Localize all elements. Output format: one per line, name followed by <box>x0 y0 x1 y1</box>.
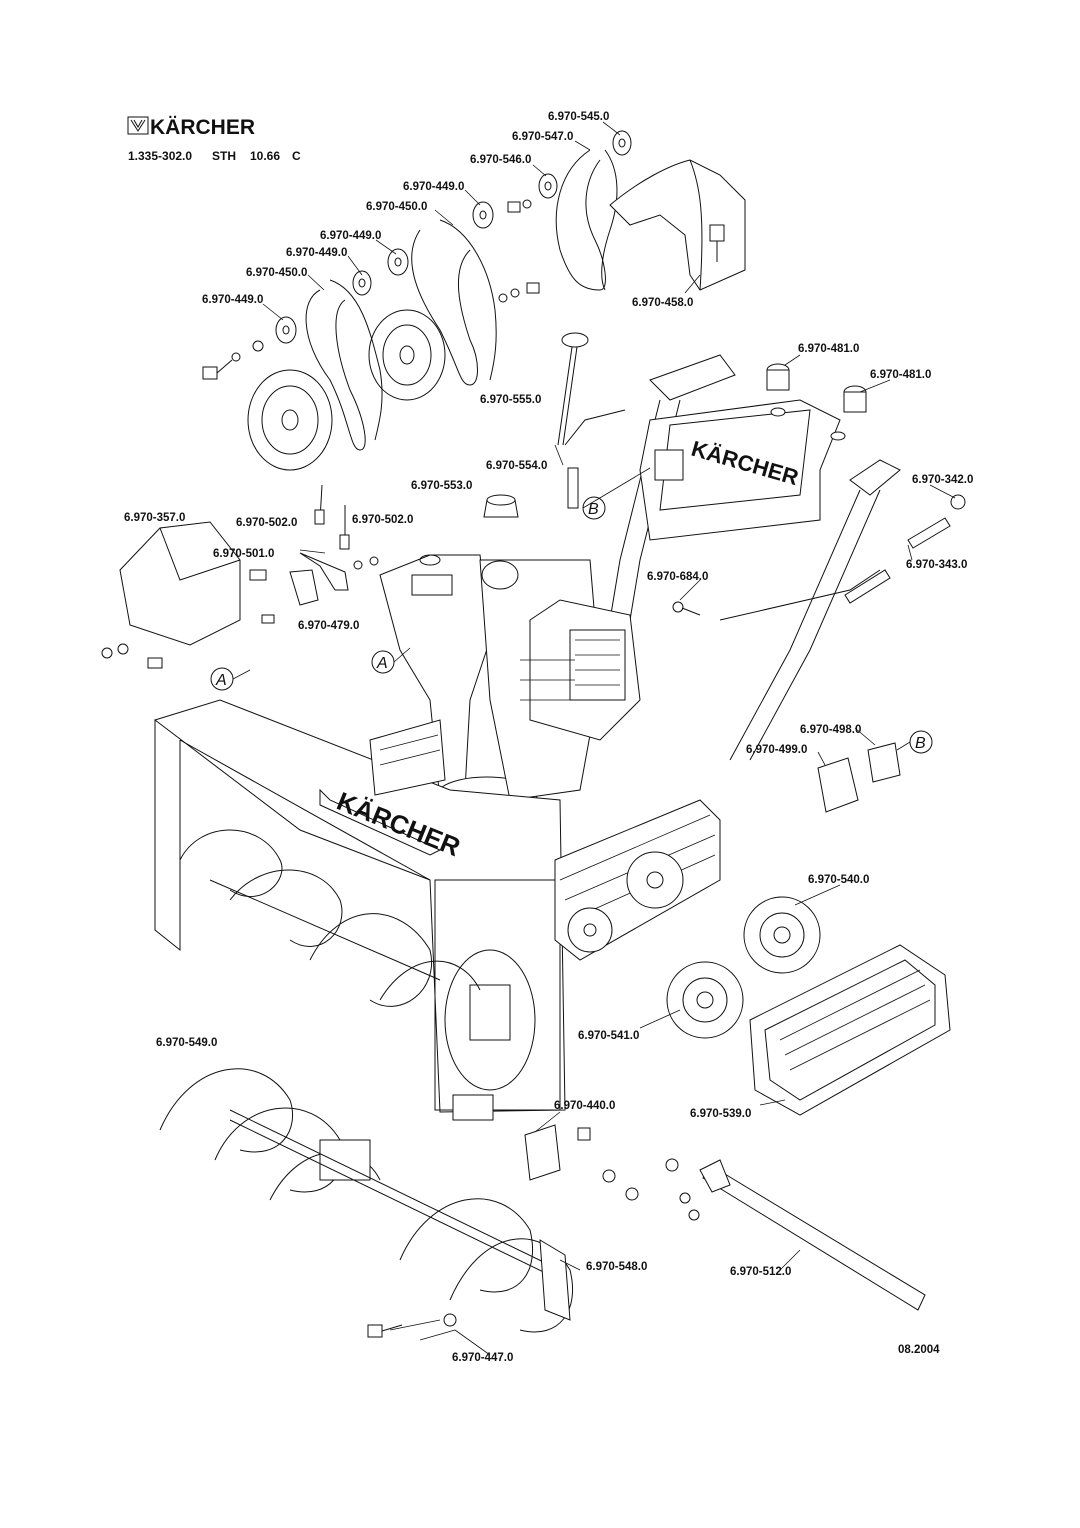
callout-b-light-text: B <box>915 735 926 752</box>
part-label: 6.970-458.0 <box>632 297 693 309</box>
part-label: 6.970-548.0 <box>586 1261 647 1273</box>
track-sprockets <box>666 896 821 1039</box>
auger-housing: KÄRCHER <box>153 699 566 1121</box>
engine-accessories <box>483 332 626 518</box>
callout-a-left-text: A <box>215 672 227 689</box>
part-label: 6.970-498.0 <box>800 724 861 736</box>
chute-control-parts <box>249 484 379 624</box>
part-labels: 6.970-545.0 6.970-547.0 6.970-546.0 6.97… <box>124 111 973 1364</box>
variant-code: C <box>292 149 301 163</box>
chute-deflector <box>101 521 241 669</box>
callout-markers: A A B B <box>210 467 933 754</box>
part-label: 6.970-499.0 <box>746 744 807 756</box>
skid-bracket <box>524 1124 639 1201</box>
part-label: 6.970-447.0 <box>452 1352 513 1364</box>
part-label: 6.970-450.0 <box>366 201 427 213</box>
version-code: 10.66 <box>250 149 280 163</box>
part-label: 6.970-684.0 <box>647 571 708 583</box>
shear-bolt <box>367 1313 457 1341</box>
engine-block <box>479 559 641 801</box>
tracks-assembled <box>369 719 721 961</box>
part-label: 6.970-501.0 <box>213 548 274 560</box>
part-label: 6.970-545.0 <box>548 111 609 123</box>
doc-code: 1.335-302.0 <box>128 149 192 163</box>
part-label: 6.970-449.0 <box>403 181 464 193</box>
control-knobs <box>766 363 867 441</box>
belt-guard <box>609 159 746 291</box>
part-label: 6.970-450.0 <box>246 267 307 279</box>
part-label: 6.970-547.0 <box>512 131 573 143</box>
ignition-key <box>672 601 701 616</box>
handle-assembly: KÄRCHER <box>609 354 901 761</box>
auger-in-housing <box>179 829 481 1007</box>
part-label: 6.970-549.0 <box>156 1037 217 1049</box>
karcher-logo: KÄRCHER <box>127 116 255 139</box>
part-label: 6.970-449.0 <box>286 247 347 259</box>
part-label: 6.970-449.0 <box>202 294 263 306</box>
part-label: 6.970-546.0 <box>470 154 531 166</box>
brand-logo-text: KÄRCHER <box>150 116 255 139</box>
pulley-belt-assembly <box>202 130 632 471</box>
part-label: 6.970-343.0 <box>906 559 967 571</box>
part-label: 6.970-553.0 <box>411 480 472 492</box>
callout-b-panel-text: B <box>588 501 599 518</box>
rubber-track <box>749 944 951 1116</box>
model-code: STH <box>212 149 236 163</box>
part-label: 6.970-502.0 <box>236 517 297 529</box>
leader-lines <box>262 121 956 1356</box>
part-label: 6.970-540.0 <box>808 874 869 886</box>
part-label: 6.970-555.0 <box>480 394 541 406</box>
part-label: 6.970-357.0 <box>124 512 185 524</box>
part-label: 6.970-449.0 <box>320 230 381 242</box>
part-label: 6.970-481.0 <box>798 343 859 355</box>
handle-grips <box>844 494 966 604</box>
headlight-parts <box>817 742 901 813</box>
part-label: 6.970-440.0 <box>554 1100 615 1112</box>
part-label: 6.970-342.0 <box>912 474 973 486</box>
callout-a-mid-text: A <box>376 655 388 672</box>
part-label: 6.970-539.0 <box>690 1108 751 1120</box>
part-label: 6.970-554.0 <box>486 460 547 472</box>
scraper-bar <box>665 1158 926 1311</box>
auger-loose <box>159 1068 574 1333</box>
part-label: 6.970-479.0 <box>298 620 359 632</box>
part-label: 6.970-541.0 <box>578 1030 639 1042</box>
part-label: 6.970-502.0 <box>352 514 413 526</box>
part-label: 6.970-481.0 <box>870 369 931 381</box>
part-label: 6.970-512.0 <box>730 1266 791 1278</box>
print-date: 08.2004 <box>898 1344 940 1356</box>
